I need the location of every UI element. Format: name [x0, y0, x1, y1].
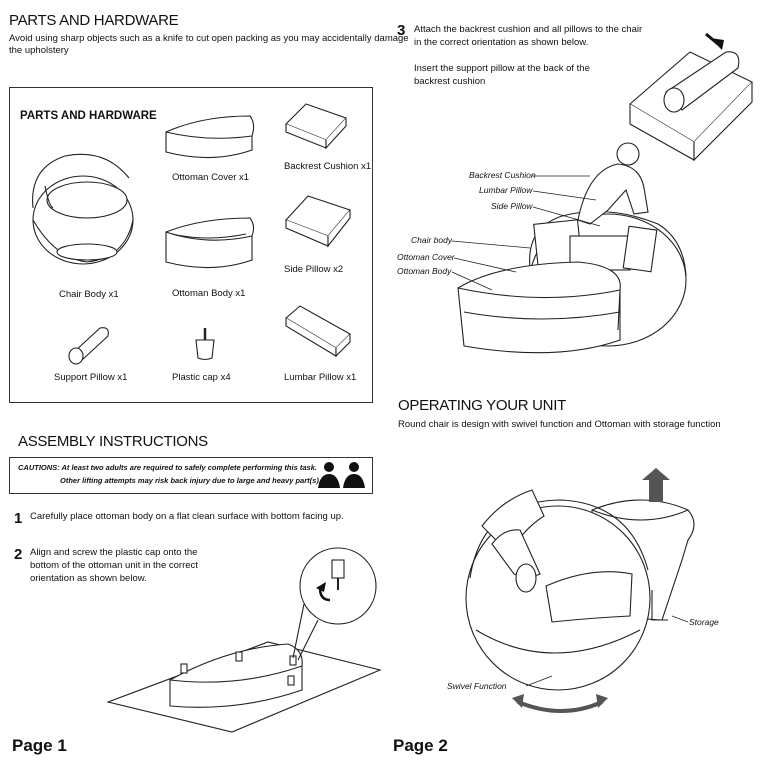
- label-support-pillow: Support Pillow x1: [54, 372, 128, 383]
- caution-line2: Other lifting attempts may risk back inj…: [60, 476, 321, 485]
- label-backrest-cushion: Backrest Cushion x1: [284, 161, 372, 172]
- step3-line3: Insert the support pillow at the back of…: [414, 63, 590, 74]
- page1-intro-line1: Avoid using sharp objects such as a knif…: [9, 33, 409, 44]
- ottoman-cover-illustration: [165, 115, 255, 159]
- step1-text: Carefully place ottoman body on a flat c…: [30, 511, 344, 522]
- caution-box: [9, 457, 373, 494]
- plastic-cap-illustration: [195, 328, 215, 361]
- chair-operation-illustration: [465, 468, 695, 713]
- callout-backrest-cushion: Backrest Cushion: [469, 170, 536, 180]
- support-pillow-illustration: [68, 327, 109, 365]
- page2-label: Page 2: [393, 736, 448, 755]
- operating-text: Round chair is design with swivel functi…: [398, 419, 721, 430]
- step3-line1: Attach the backrest cushion and all pill…: [414, 24, 643, 35]
- callout-lumbar-pillow: Lumbar Pillow: [479, 185, 533, 195]
- ottoman-cap-illustration: [106, 547, 382, 733]
- step3-line4: backrest cushion: [414, 76, 486, 87]
- caution-line1: CAUTIONS: At least two adults are requir…: [18, 463, 317, 472]
- step3-number: 3: [397, 22, 406, 39]
- backrest-cushion-illustration: [285, 103, 347, 150]
- step2-line1: Align and screw the plastic cap onto the: [30, 547, 198, 558]
- label-chair-body: Chair Body x1: [59, 289, 119, 300]
- callout-side-pillow: Side Pillow: [491, 201, 533, 211]
- step3-line2: in the correct orientation as shown belo…: [414, 37, 589, 48]
- storage-label: Storage: [689, 617, 719, 627]
- label-side-pillow: Side Pillow x2: [284, 264, 344, 275]
- support-pillow-insert-illustration: [629, 32, 753, 162]
- lumbar-pillow-illustration: [285, 305, 351, 358]
- step1-number: 1: [14, 510, 23, 527]
- side-pillow-illustration: [285, 195, 351, 248]
- parts-box: [9, 87, 373, 403]
- callout-chair-body: Chair body: [411, 235, 453, 245]
- page1-title: PARTS AND HARDWARE: [9, 12, 179, 29]
- callout-ottoman-cover: Ottoman Cover: [397, 252, 455, 262]
- page1-intro-line2: the upholstery: [9, 45, 69, 56]
- two-people-icon: [318, 462, 365, 488]
- step2-line3: orientation as shown below.: [30, 573, 147, 584]
- parts-box-title: PARTS AND HARDWARE: [20, 110, 157, 122]
- chair-assembly-illustration: [457, 142, 687, 354]
- step2-line2: bottom of the ottoman unit in the correc…: [30, 560, 198, 571]
- step2-number: 2: [14, 546, 23, 563]
- label-ottoman-body: Ottoman Body x1: [172, 288, 246, 299]
- ottoman-body-illustration: [165, 217, 255, 269]
- label-lumbar-pillow: Lumbar Pillow x1: [284, 372, 357, 383]
- chair-body-illustration: [32, 153, 134, 265]
- operating-title: OPERATING YOUR UNIT: [398, 397, 566, 414]
- swivel-function-label: Swivel Function: [447, 681, 507, 691]
- label-plastic-cap: Plastic cap x4: [172, 372, 231, 383]
- label-ottoman-cover: Ottoman Cover x1: [172, 172, 250, 183]
- callout-ottoman-body: Ottoman Body: [397, 266, 452, 276]
- page1-label: Page 1: [12, 736, 67, 755]
- assembly-title: ASSEMBLY INSTRUCTIONS: [18, 433, 208, 450]
